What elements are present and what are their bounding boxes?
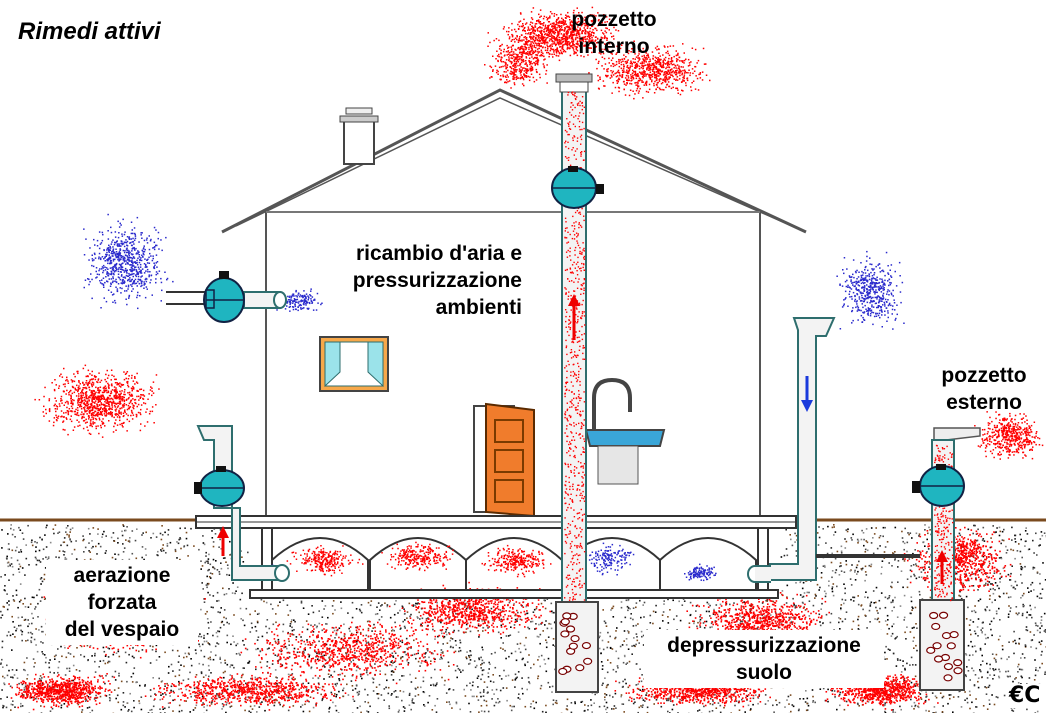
downpipe bbox=[747, 317, 920, 583]
house bbox=[195, 88, 807, 599]
flow-arrow-up-central bbox=[568, 294, 580, 340]
label-aerazione-vespaio: aerazione forzata del vespaio bbox=[46, 560, 198, 645]
chimney bbox=[339, 107, 379, 165]
flow-arrow-up-external bbox=[936, 550, 948, 584]
flow-arrow-up-crawl bbox=[217, 526, 229, 556]
flow-arrow-down-downpipe bbox=[801, 376, 813, 412]
house-roof bbox=[221, 88, 807, 234]
diagram-title: Rimedi attivi bbox=[18, 18, 161, 45]
label-depressurizzazione-suolo: depressurizzazione suolo bbox=[644, 630, 884, 688]
crawl-vent-pipe bbox=[196, 425, 290, 582]
air-clouds bbox=[34, 6, 1044, 582]
fan-crawl-space bbox=[194, 466, 245, 507]
fan-internal-pit bbox=[551, 166, 604, 209]
sink bbox=[584, 377, 666, 485]
label-pozzetto-esterno: pozzetto esterno bbox=[941, 364, 1027, 414]
label-ricambio-aria: ricambio d'aria e pressurizzazione ambie… bbox=[352, 242, 522, 319]
label-pozzetto-interno: pozzetto interno bbox=[571, 8, 657, 58]
logo: €C bbox=[1006, 684, 1044, 708]
fan-pressurization bbox=[203, 271, 245, 323]
foundation-base bbox=[249, 589, 779, 599]
window bbox=[319, 336, 389, 392]
crawl-space-arches bbox=[261, 527, 769, 591]
fan-external-pit bbox=[912, 464, 965, 507]
door bbox=[473, 402, 535, 518]
